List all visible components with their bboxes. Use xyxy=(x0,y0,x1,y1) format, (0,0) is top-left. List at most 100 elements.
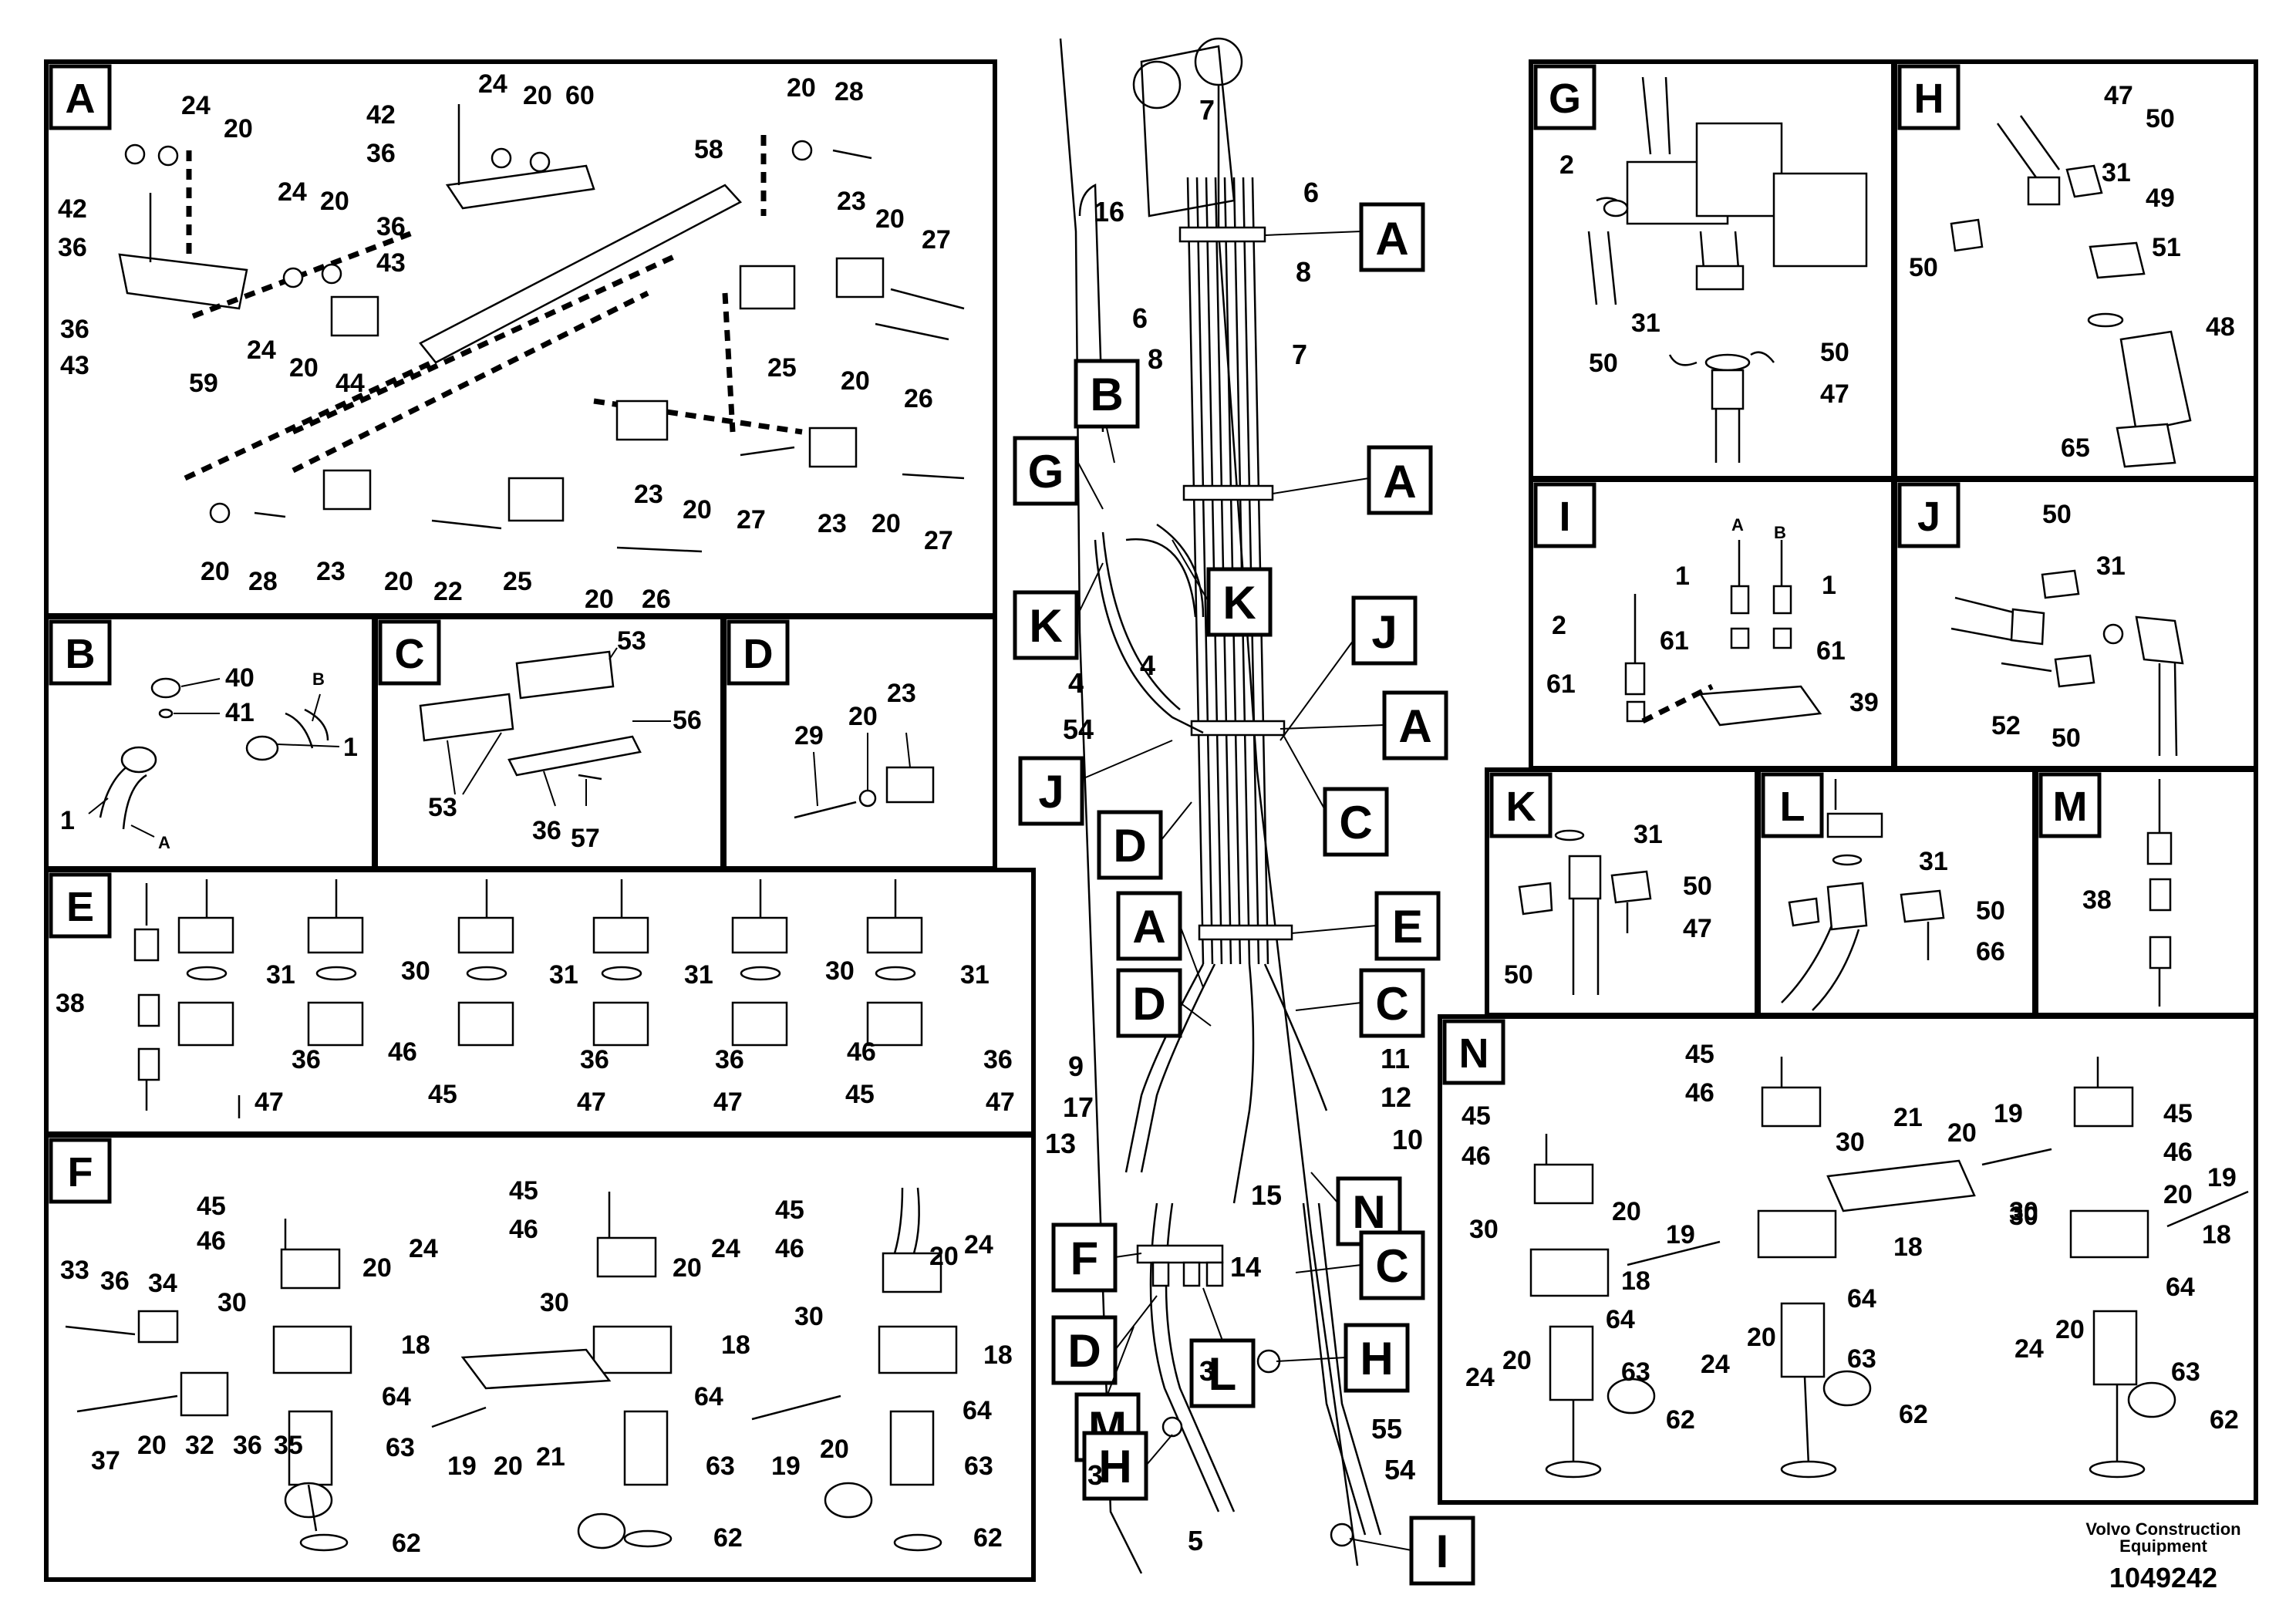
label: 42 xyxy=(366,100,396,130)
label: 56 xyxy=(673,706,702,735)
label: 46 xyxy=(388,1037,417,1067)
label: 45 xyxy=(1685,1040,1714,1069)
label: 53 xyxy=(617,626,646,656)
label: 59 xyxy=(189,369,218,398)
flange-stack-2 xyxy=(307,879,364,1047)
cap-65 xyxy=(2116,423,2176,468)
panel-h-labels: 47 50 31 49 50 51 48 65 xyxy=(1909,81,2235,463)
n-assembly-1 xyxy=(1529,1134,1721,1479)
label: 46 xyxy=(1685,1078,1714,1108)
label: 20 xyxy=(1747,1323,1776,1352)
panel-k-drawing xyxy=(1518,829,1652,995)
label: 31 xyxy=(960,960,990,990)
label: 36 xyxy=(580,1045,609,1074)
callout-g: G xyxy=(1028,446,1064,497)
clamp-23-upper xyxy=(835,257,885,298)
panel-k-labels: 31 50 47 50 xyxy=(1504,820,1712,990)
label: 28 xyxy=(834,77,864,106)
title-block: Volvo Construction Equipment 1049242 xyxy=(2085,1519,2240,1593)
label: 36 xyxy=(715,1045,744,1074)
callout-f: F xyxy=(1070,1233,1099,1284)
label: 42 xyxy=(58,194,87,224)
flange-stack-6 xyxy=(866,879,923,1047)
label: 45 xyxy=(2163,1099,2193,1128)
boom-outline-left xyxy=(1059,38,1143,1574)
label: 48 xyxy=(2206,312,2235,342)
label: 47 xyxy=(986,1088,1015,1117)
label: 63 xyxy=(964,1452,993,1481)
flange-stack-5 xyxy=(731,879,788,1047)
panel-g-drawing xyxy=(1587,76,1868,463)
panel-e-title: E xyxy=(66,884,94,930)
label: 57 xyxy=(571,824,600,853)
label: 20 xyxy=(848,702,878,731)
label: 1 xyxy=(343,733,358,762)
label: 19 xyxy=(771,1452,801,1481)
panel-j-drawing xyxy=(1950,569,2184,757)
callout-a-4: A xyxy=(1132,901,1165,953)
label: 1 xyxy=(60,806,75,835)
label: 36 xyxy=(366,139,396,168)
hose-end-b xyxy=(245,735,279,761)
label: 47 xyxy=(577,1088,606,1117)
label: 31 xyxy=(1631,309,1660,338)
n-assembly-3 xyxy=(2069,1057,2249,1479)
label: A xyxy=(1731,515,1744,534)
clamp-53-left xyxy=(419,693,514,742)
label: 20 xyxy=(523,81,552,110)
label: 47 xyxy=(1820,379,1849,409)
panel-i-drawing xyxy=(1624,540,1822,727)
label: 20 xyxy=(1947,1118,1977,1148)
label: 63 xyxy=(1621,1357,1650,1387)
label: B xyxy=(312,669,325,689)
label: 64 xyxy=(382,1382,411,1411)
label: 62 xyxy=(392,1529,421,1558)
panel-a-title: A xyxy=(66,76,96,122)
label: 63 xyxy=(386,1433,415,1462)
label: 20 xyxy=(820,1435,849,1464)
callout-k-1: K xyxy=(1029,600,1062,652)
label: 3 xyxy=(1199,1355,1215,1387)
label: 24 xyxy=(278,177,307,207)
panel-k-title: K xyxy=(1506,784,1536,830)
label: 24 xyxy=(181,91,211,120)
label: 54 xyxy=(1384,1454,1415,1485)
label: 20 xyxy=(1612,1197,1641,1226)
label: 24 xyxy=(711,1234,740,1263)
label: 47 xyxy=(2104,81,2133,110)
label: 12 xyxy=(1381,1081,1411,1113)
label: 20 xyxy=(494,1452,523,1481)
callout-k-2: K xyxy=(1222,577,1256,629)
label: 8 xyxy=(1148,343,1163,375)
callout-d-2: D xyxy=(1132,978,1165,1030)
label: 50 xyxy=(1504,960,1533,990)
hose-end-a xyxy=(120,746,157,774)
label: 20 xyxy=(362,1253,392,1283)
label: 50 xyxy=(1976,896,2005,926)
label: 36 xyxy=(292,1045,321,1074)
label: 27 xyxy=(924,526,953,555)
callout-c-2: C xyxy=(1375,978,1408,1030)
panel-g-title: G xyxy=(1549,76,1581,122)
plate-58 xyxy=(419,184,743,364)
label: 37 xyxy=(91,1446,120,1475)
label: 31 xyxy=(549,960,578,990)
label: 38 xyxy=(2082,885,2112,915)
label: 35 xyxy=(274,1431,303,1460)
label: 29 xyxy=(794,721,824,750)
label: 18 xyxy=(983,1340,1013,1370)
label: 30 xyxy=(2009,1202,2038,1231)
label: 36 xyxy=(233,1431,262,1460)
label: 36 xyxy=(60,315,89,344)
label: 20 xyxy=(289,353,319,383)
label: 30 xyxy=(825,956,855,986)
label: 2 xyxy=(1559,150,1574,180)
label: 4 xyxy=(1068,667,1084,699)
label: 36 xyxy=(58,233,87,262)
panel-b-title: B xyxy=(66,631,96,677)
label: 30 xyxy=(794,1302,824,1331)
label: 30 xyxy=(2009,1197,2038,1226)
block-39 xyxy=(1698,685,1822,727)
flange-stack-3 xyxy=(457,879,514,1047)
label: 30 xyxy=(1469,1215,1499,1244)
